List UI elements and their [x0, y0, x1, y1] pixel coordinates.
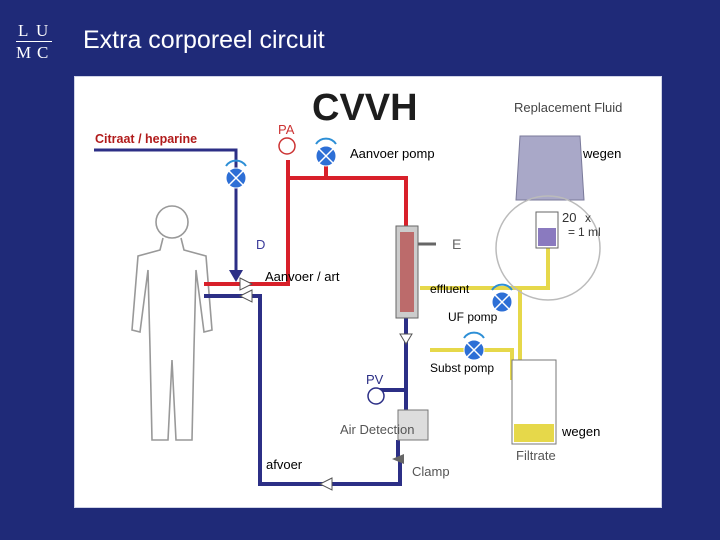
pv-label: PV	[366, 372, 384, 387]
counter-ml: 1 ml	[578, 225, 601, 239]
subst-pump-icon	[463, 331, 485, 361]
logo-letter-m: M	[16, 43, 32, 62]
wegen-top-label: wegen	[583, 146, 622, 161]
flow-arrow-venous	[238, 289, 253, 303]
flow-arrow-arterial	[239, 277, 254, 291]
air-detector	[397, 409, 429, 441]
citrate-pump-icon	[225, 159, 247, 189]
citrate-line	[94, 148, 238, 272]
pv-gauge-icon	[367, 387, 385, 405]
logo-letter-l: L	[18, 21, 29, 40]
logo-letter-c: C	[37, 43, 49, 62]
subst-pomp-label: Subst pomp	[430, 361, 495, 375]
counter-x: x	[585, 211, 591, 225]
slide-title: Extra corporeel circuit	[83, 26, 325, 54]
filtrate-container	[511, 359, 557, 445]
aanvoer-pomp-label: Aanvoer pomp	[350, 146, 435, 161]
wegen-bottom-label: wegen	[562, 424, 601, 439]
blood-pump-icon	[315, 137, 337, 167]
counter-20: 20	[562, 210, 576, 225]
pa-label: PA	[278, 122, 295, 137]
pa-gauge-icon	[278, 137, 296, 155]
replacement-bag	[495, 135, 601, 301]
port-e: E	[452, 236, 461, 252]
citrate-arrow	[229, 270, 243, 282]
citraat-heparine-label: Citraat / heparine	[95, 132, 198, 146]
uf-pump-icon	[491, 283, 513, 313]
air-detection-label: Air Detection	[340, 422, 414, 437]
arterial-line	[204, 160, 408, 286]
logo-divider	[16, 41, 52, 42]
filtrate-label: Filtrate	[516, 448, 556, 463]
port-d: D	[256, 237, 265, 252]
flow-arrow-filter-out	[399, 333, 413, 345]
lumc-logo: L U M C	[16, 22, 54, 64]
flow-arrow-clamp	[392, 454, 404, 464]
uf-pomp-label: UF pomp	[448, 310, 498, 324]
cvvh-heading: CVVH	[312, 87, 418, 129]
replacement-fluid-text: Replacement Fluid	[514, 100, 622, 115]
replacement-fluid-label: Replacement Fluid	[514, 100, 622, 115]
clamp-label: Clamp	[412, 464, 450, 479]
logo-letter-u: U	[36, 21, 49, 40]
hemofilter	[395, 225, 436, 319]
flow-arrow-return	[318, 477, 333, 491]
afvoer-label: afvoer	[266, 457, 303, 472]
patient-figure	[131, 205, 213, 441]
air-detection-text: Air Detection	[340, 422, 414, 437]
counter-eq: =	[568, 225, 575, 239]
effluent-label: effluent	[430, 282, 470, 296]
aanvoer-art-label: Aanvoer / art	[265, 269, 340, 284]
